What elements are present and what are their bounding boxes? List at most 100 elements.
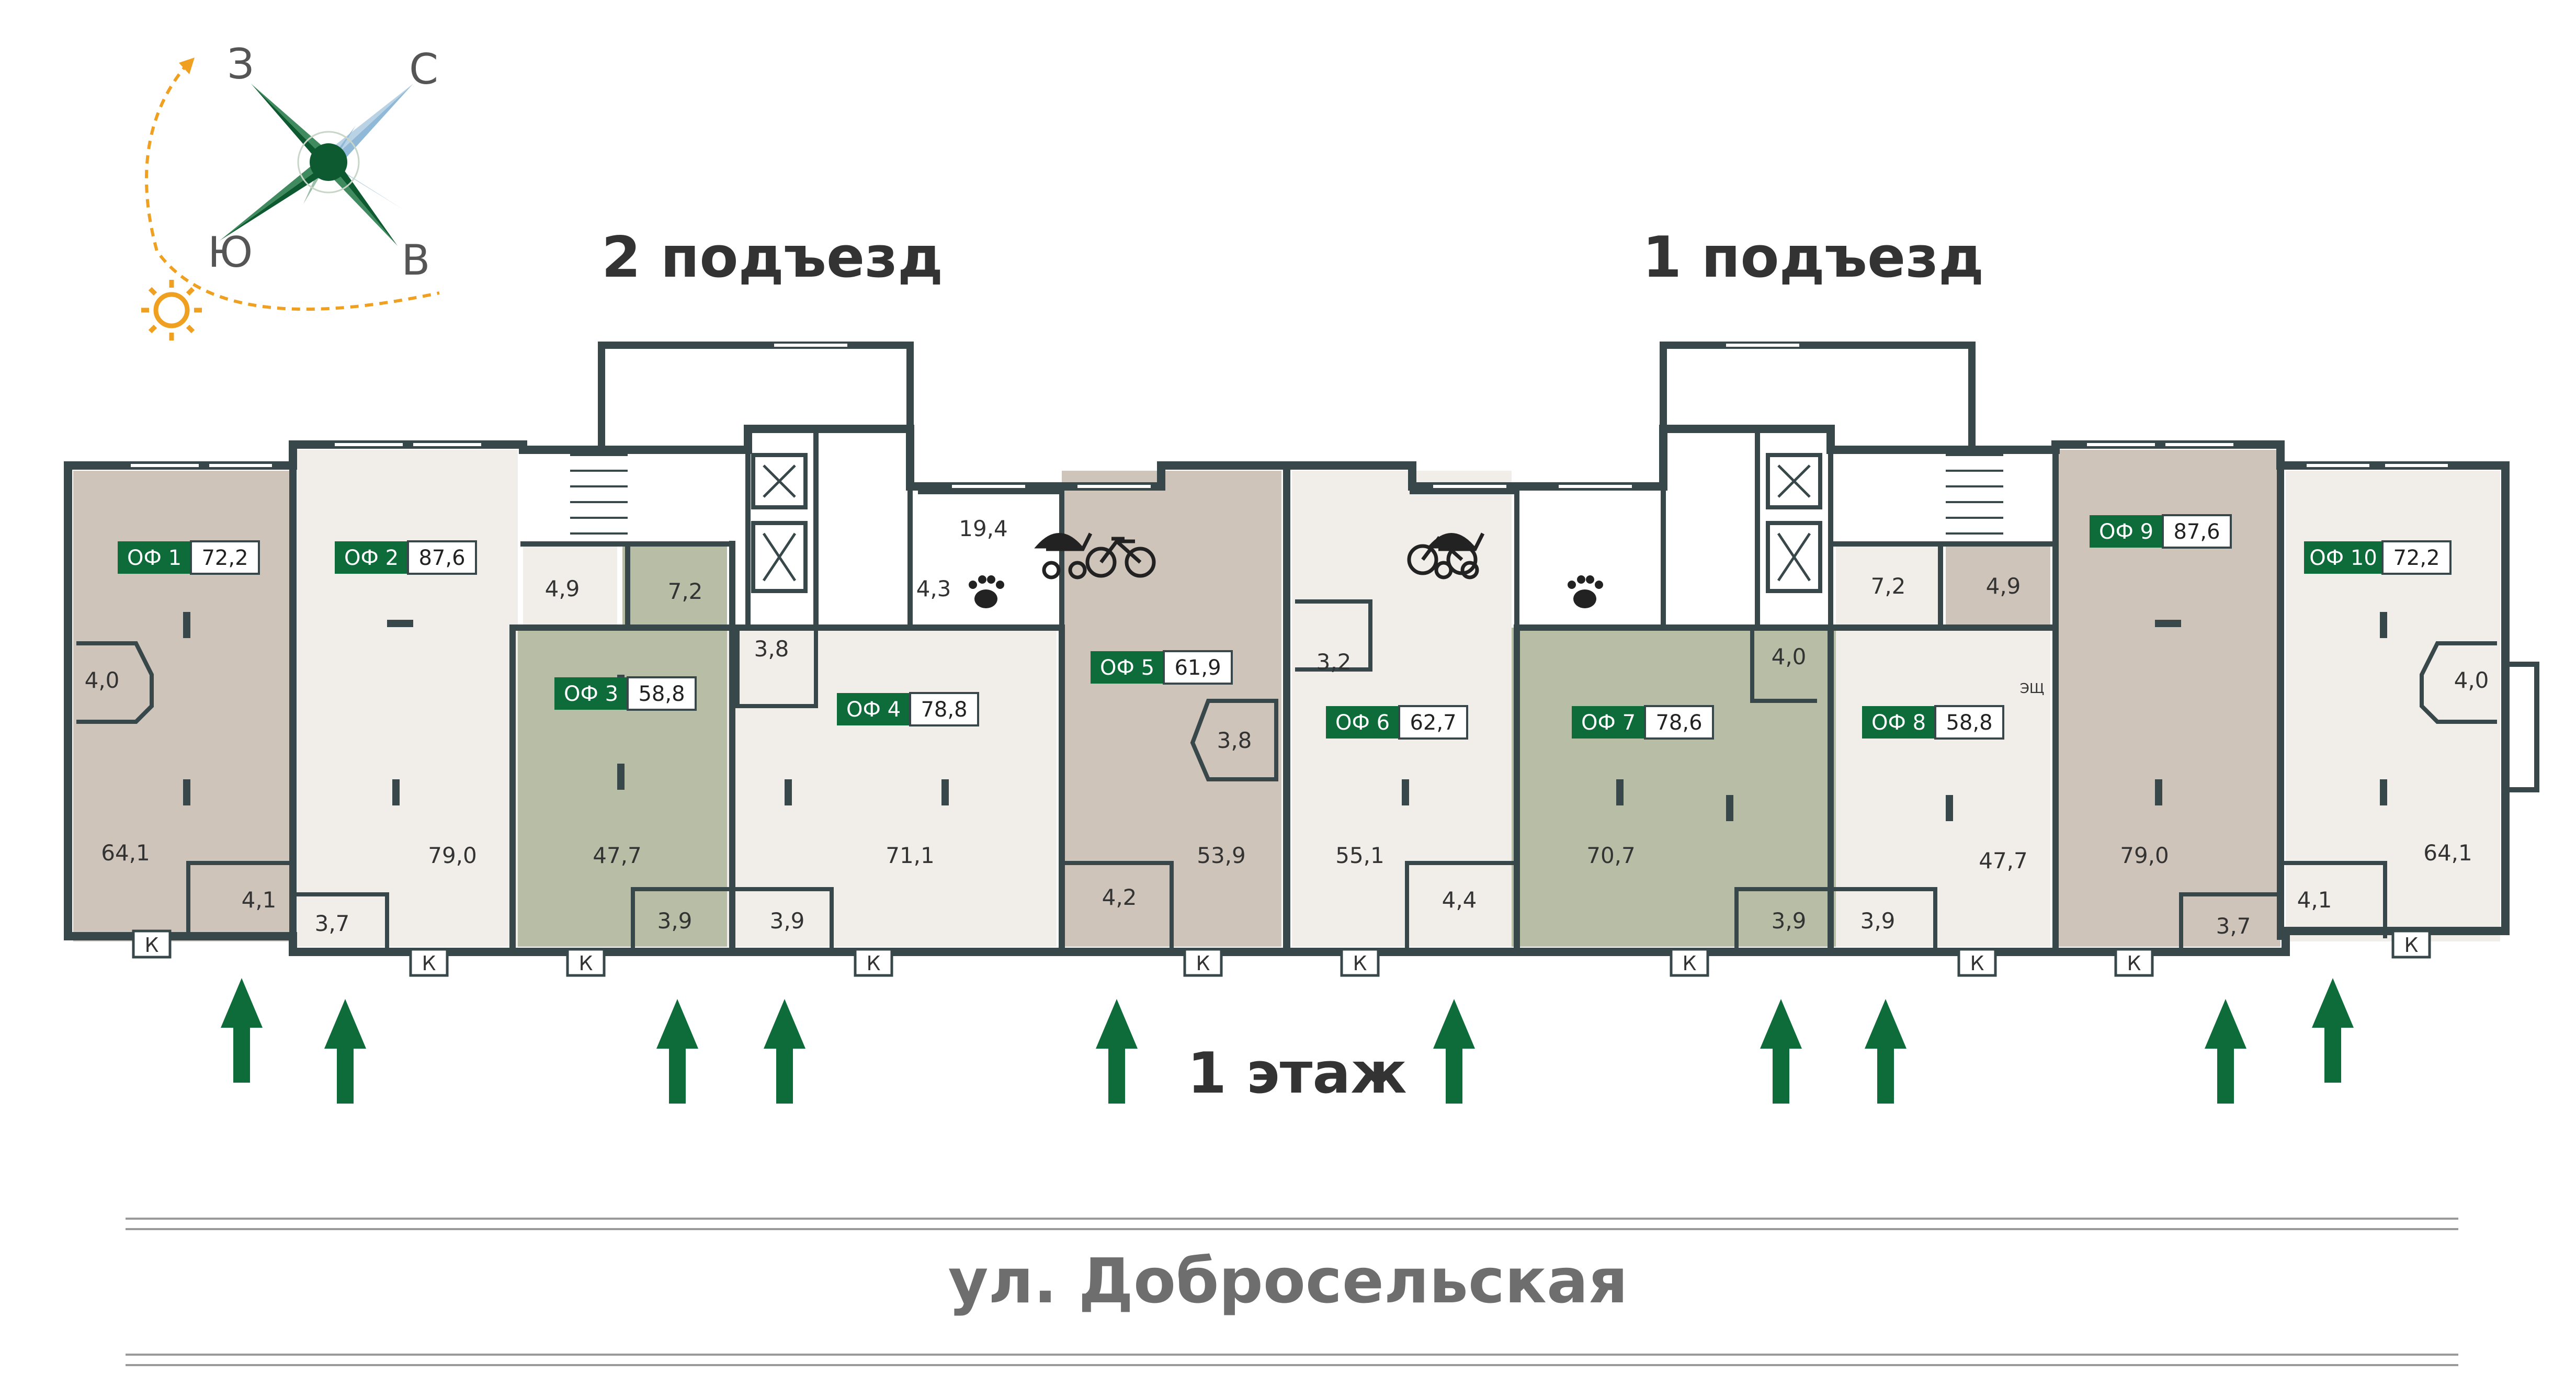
conditioner-k-7: К bbox=[1670, 948, 1709, 977]
office-id: ОФ 6 bbox=[1335, 711, 1390, 735]
office-total-area: 87,6 bbox=[418, 546, 465, 570]
office-badge-2[interactable]: ОФ 2 87,6 bbox=[335, 540, 477, 575]
office-badge-3[interactable]: ОФ 3 58,8 bbox=[554, 676, 697, 711]
office-badge-7[interactable]: ОФ 7 78,6 bbox=[1572, 705, 1714, 740]
vestibule-area-6: 4,4 bbox=[1442, 887, 1477, 913]
compass-north-label: С bbox=[409, 45, 438, 94]
entrance-arrow-icon bbox=[1865, 999, 1907, 1104]
entrance-arrow-icon bbox=[221, 978, 263, 1083]
conditioner-k-2: К bbox=[409, 948, 449, 977]
office-badge-5[interactable]: ОФ 5 61,9 bbox=[1091, 650, 1233, 685]
svg-text:К: К bbox=[1353, 952, 1367, 975]
office-total-area: 61,9 bbox=[1174, 656, 1221, 680]
pet-wash-area: 4,3 bbox=[916, 576, 951, 601]
utility-area-2: 4,9 bbox=[545, 576, 580, 601]
conditioner-k-6: К bbox=[1340, 948, 1380, 977]
main-area-4: 71,1 bbox=[886, 843, 935, 868]
office-badge-8[interactable]: ОФ 8 58,8 bbox=[1862, 705, 2004, 740]
main-area-6: 55,1 bbox=[1335, 843, 1385, 868]
entrance-arrow-icon bbox=[656, 999, 698, 1104]
svg-text:К: К bbox=[1970, 952, 1984, 975]
svg-text:К: К bbox=[867, 952, 881, 975]
entrance-arrow-icon bbox=[1760, 999, 1802, 1104]
office-id: ОФ 9 bbox=[2099, 520, 2153, 544]
sun-icon bbox=[141, 280, 202, 340]
vestibule-area-8: 3,9 bbox=[1860, 908, 1896, 934]
office-total-area: 78,6 bbox=[1655, 711, 1702, 735]
compass-east-label: В bbox=[402, 236, 430, 285]
office-id: ОФ 7 bbox=[1581, 711, 1636, 735]
elevator-icon bbox=[762, 464, 1811, 582]
bicycle-icon bbox=[1085, 536, 1478, 578]
street-lines bbox=[126, 1218, 2458, 1366]
office-id: ОФ 8 bbox=[1871, 711, 1926, 735]
office-badge-4[interactable]: ОФ 4 78,8 bbox=[837, 692, 979, 726]
entrance-arrow-icon bbox=[324, 999, 366, 1104]
vestibule-area-1: 4,1 bbox=[242, 887, 277, 913]
main-area-5: 53,9 bbox=[1197, 843, 1246, 868]
vestibule-area-5: 4,2 bbox=[1102, 884, 1137, 910]
svg-text:К: К bbox=[2127, 952, 2141, 975]
wc-area-8: 7,2 bbox=[1871, 573, 1906, 599]
main-area-1: 64,1 bbox=[101, 840, 150, 866]
office-badge-10[interactable]: ОФ 10 72,2 bbox=[2304, 540, 2452, 575]
room-area-labels: 64,1 4,0 4,1 79,0 3,7 47,7 3,9 7,2 71,1 … bbox=[85, 516, 2489, 939]
vestibule-area-2: 3,7 bbox=[315, 911, 350, 936]
office-total-area: 78,8 bbox=[921, 698, 967, 722]
office-badge-9[interactable]: ОФ 9 87,6 bbox=[2090, 514, 2232, 549]
main-area-3: 47,7 bbox=[593, 843, 642, 868]
main-area-8: 47,7 bbox=[1979, 848, 2028, 873]
svg-text:К: К bbox=[422, 952, 436, 975]
wc-area-4: 3,8 bbox=[754, 636, 789, 662]
office-total-area: 58,8 bbox=[638, 682, 685, 706]
main-area-9: 79,0 bbox=[2120, 843, 2169, 868]
conditioner-k-5: К bbox=[1183, 948, 1223, 977]
vestibule-area-9: 3,7 bbox=[2216, 913, 2251, 939]
office-id: ОФ 10 bbox=[2309, 546, 2377, 570]
paw-icon bbox=[969, 575, 1603, 608]
entrance-arrow-icon bbox=[1096, 999, 1138, 1104]
windows bbox=[131, 344, 2448, 488]
conditioner-k-9: К bbox=[2114, 948, 2154, 977]
office-badges[interactable]: ОФ 1 72,2 ОФ 2 87,6 ОФ 3 58,8 ОФ 4 78,8 … bbox=[118, 514, 2452, 740]
office-total-area: 58,8 bbox=[1946, 711, 1992, 735]
utility-area-1: 4,9 bbox=[1986, 573, 2021, 599]
main-area-10: 64,1 bbox=[2423, 840, 2472, 866]
street-name: ул. Добросельская bbox=[948, 1245, 1628, 1317]
wc-area-7: 4,0 bbox=[1772, 644, 1807, 669]
conditioner-k-8: К bbox=[1957, 948, 1997, 977]
vestibule-area-4: 3,9 bbox=[770, 908, 805, 934]
conditioner-k-10: К bbox=[2391, 929, 2431, 959]
office-id: ОФ 5 bbox=[1100, 656, 1154, 680]
main-area-2: 79,0 bbox=[428, 843, 477, 868]
vestibule-area-10: 4,1 bbox=[2297, 887, 2332, 913]
office-id: ОФ 4 bbox=[846, 698, 901, 722]
office-badge-1[interactable]: ОФ 1 72,2 bbox=[118, 540, 260, 575]
svg-text:К: К bbox=[1196, 952, 1210, 975]
conditioner-k-3: К bbox=[566, 948, 606, 977]
entrance-arrow-icon bbox=[2205, 999, 2246, 1104]
compass-rose-icon: З С Ю В bbox=[145, 40, 440, 311]
office-total-area: 87,6 bbox=[2173, 520, 2220, 544]
electrical-panel-label: ЭЩ bbox=[2020, 681, 2045, 697]
stroller-room-area: 19,4 bbox=[959, 516, 1008, 541]
entrance-1-heading: 1 подъезд bbox=[1642, 225, 1984, 290]
floor-heading: 1 этаж bbox=[1187, 1041, 1407, 1106]
wc-area-1: 4,0 bbox=[85, 667, 120, 693]
wc-area-6: 3,2 bbox=[1317, 649, 1352, 675]
staircase-icon bbox=[570, 454, 2003, 535]
entrance-arrow-icon bbox=[764, 999, 805, 1104]
entrance-2-heading: 2 подъезд bbox=[602, 225, 944, 290]
svg-text:К: К bbox=[2404, 934, 2419, 957]
conditioner-markers: К К К К К К К К К К bbox=[132, 929, 2431, 977]
main-area-7: 70,7 bbox=[1586, 843, 1636, 868]
vestibule-area-3: 3,9 bbox=[657, 908, 693, 934]
office-id: ОФ 3 bbox=[564, 682, 618, 706]
conditioner-k-1: К bbox=[132, 929, 172, 959]
compass-west-label: З bbox=[227, 40, 254, 88]
wc-area-10: 4,0 bbox=[2454, 667, 2489, 693]
office-badge-6[interactable]: ОФ 6 62,7 bbox=[1326, 705, 1468, 740]
office-total-area: 72,2 bbox=[2393, 546, 2439, 570]
svg-text:К: К bbox=[145, 934, 159, 957]
